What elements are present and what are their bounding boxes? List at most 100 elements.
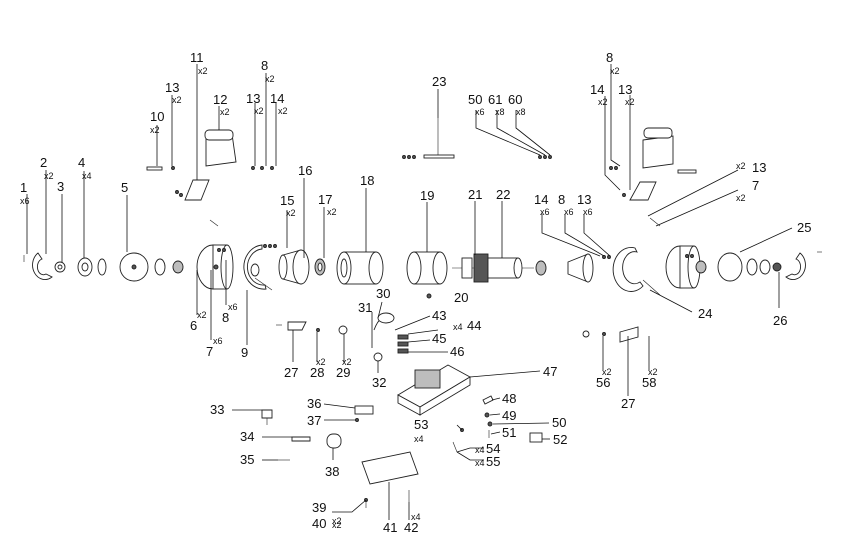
callout-number: 24: [698, 306, 712, 321]
callout-number: 48: [502, 391, 516, 406]
part-26-nut-right: [772, 262, 782, 272]
part-4b-washer: [97, 258, 107, 276]
callout-number: 22: [496, 187, 510, 202]
callout-quantity: x2: [736, 161, 746, 171]
callout-number: 12: [213, 92, 227, 107]
callout-number: 33: [210, 402, 224, 417]
callout-quantity: x6: [475, 107, 485, 117]
callout-number: 39: [312, 500, 326, 515]
callout-number: 51: [502, 425, 516, 440]
callout-27a: 27: [284, 365, 298, 380]
callout-37: 37: [307, 413, 321, 428]
callout-49: 49: [502, 408, 516, 423]
callout-6: 6x2: [190, 310, 207, 333]
part-bracket-right: [629, 181, 657, 201]
callout-quantity: x6: [583, 207, 593, 217]
callout-number: 29: [336, 365, 350, 380]
callout-quantity: x2: [736, 193, 746, 203]
part-32-knob: [373, 352, 383, 362]
callout-number: 43: [432, 308, 446, 323]
callout-2: 2x2: [40, 155, 54, 181]
callout-number: 46: [450, 344, 464, 359]
callout-number: 14: [590, 82, 604, 97]
callout-quantity: x2: [278, 106, 288, 116]
part-5c-bearing: [172, 260, 184, 274]
callout-number: 36: [307, 396, 321, 411]
part-52-block: [529, 432, 543, 443]
callout-number: 8: [606, 50, 613, 65]
callout-32: 32: [372, 375, 386, 390]
callout-number: 31: [358, 300, 372, 315]
callout-quantity: x2: [602, 367, 612, 377]
callout-number: 32: [372, 375, 386, 390]
callout-4: 4x4: [78, 155, 92, 181]
callout-number: 50: [552, 415, 566, 430]
callout-30: 30: [376, 286, 390, 301]
part-29-lamp: [338, 325, 348, 335]
callout-number: 13: [618, 82, 632, 97]
part-48-clip: [482, 395, 494, 405]
part-20-screw: [426, 293, 432, 299]
callout-quantity: x2: [648, 367, 658, 377]
callout-number: 11: [190, 50, 204, 65]
callout-quantity: x4: [475, 445, 485, 455]
callout-number: 60: [508, 92, 522, 107]
callout-number: 4: [78, 155, 85, 170]
part-guard-right-end: [785, 252, 806, 280]
callout-quantity: x4: [411, 512, 421, 522]
callout-number: 45: [432, 331, 446, 346]
callout-number: 40: [312, 516, 326, 531]
callout-quantity: x8: [516, 107, 526, 117]
callout-quantity: x2: [198, 66, 208, 76]
callout-quantity: x4: [475, 458, 485, 468]
callout-number: 38: [325, 464, 339, 479]
callout-26: 26: [773, 313, 787, 328]
callout-24: 24: [698, 306, 712, 321]
callout-7b: 7x2: [736, 178, 759, 203]
callout-quantity: x2: [610, 66, 620, 76]
callout-25: 25: [797, 220, 811, 235]
callout-8b: 8x6: [222, 302, 238, 325]
callout-labels: 1x62x234x4510x213x211x212x28x213x214x26x…: [20, 50, 811, 535]
callout-number: 28: [310, 365, 324, 380]
callout-quantity: x2: [197, 310, 207, 320]
callout-quantity: x2: [220, 107, 230, 117]
callout-number: 17: [318, 192, 332, 207]
callout-number: 54: [486, 441, 500, 456]
part-2-guard-left: [32, 252, 53, 280]
callout-quantity: x6: [540, 207, 550, 217]
callout-number: 49: [502, 408, 516, 423]
callout-number: 16: [298, 163, 312, 178]
callout-number: 47: [543, 364, 557, 379]
callout-number: 35: [240, 452, 254, 467]
callout-number: 5: [121, 180, 128, 195]
callout-number: 52: [553, 432, 567, 447]
callout-number: 25: [797, 220, 811, 235]
part-9-side-guard: [243, 244, 267, 290]
callout-quantity: x2: [286, 208, 296, 218]
callout-number: 3: [57, 179, 64, 194]
part-11-bracket: [184, 179, 210, 201]
callout-number: 27: [284, 365, 298, 380]
callout-number: 18: [360, 173, 374, 188]
part-36-terminal: [354, 405, 374, 415]
callout-quantity: x6: [564, 207, 574, 217]
part-22-rotor: [487, 257, 519, 279]
callout-number: 13: [752, 160, 766, 175]
callout-number: 1: [20, 180, 27, 195]
callout-8d: 8x6: [558, 192, 574, 217]
callout-number: 44: [467, 318, 481, 333]
callout-quantity: x8: [495, 107, 505, 117]
